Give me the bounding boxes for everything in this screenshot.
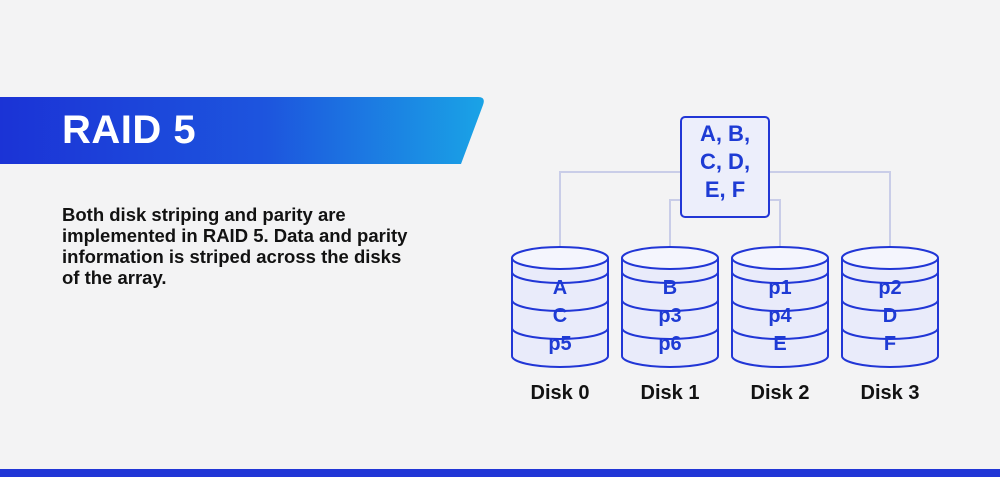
data-box-line-2: C, D, bbox=[699, 149, 751, 174]
disk-label-3: Disk 3 bbox=[860, 382, 920, 404]
disk-separator bbox=[731, 299, 829, 312]
disk-block-label: p5 bbox=[548, 333, 571, 355]
disk-block-label: p6 bbox=[658, 333, 681, 355]
disk-separator bbox=[731, 271, 829, 284]
data-box bbox=[680, 116, 770, 218]
disk-block-label: p1 bbox=[768, 277, 791, 299]
disk-body bbox=[731, 258, 829, 368]
data-box-line-1: A, B, bbox=[699, 121, 751, 146]
disk-block-label: p3 bbox=[658, 305, 681, 327]
disk-separator bbox=[731, 327, 829, 340]
disk-block-label: A bbox=[553, 277, 567, 299]
disk-separator bbox=[511, 327, 609, 340]
disk-separator bbox=[841, 327, 939, 340]
disk-label-1: Disk 1 bbox=[640, 382, 700, 404]
data-box-label: A, B, C, D, E, F bbox=[681, 120, 769, 204]
disk-block-label: p4 bbox=[768, 305, 792, 327]
description-text: Both disk striping and parity are implem… bbox=[62, 204, 408, 288]
disk-top bbox=[731, 246, 829, 270]
disk-separator bbox=[841, 271, 939, 284]
disk-block-label: C bbox=[553, 305, 567, 327]
disk-body bbox=[621, 258, 719, 368]
disk-top bbox=[841, 246, 939, 270]
disk-block-label: E bbox=[773, 333, 786, 355]
disk-top bbox=[511, 246, 609, 270]
disk-block-label: p2 bbox=[878, 277, 901, 299]
disk-separator bbox=[841, 299, 939, 312]
title-banner: RAID 5 bbox=[0, 97, 486, 164]
page-title: RAID 5 bbox=[62, 108, 197, 152]
disk-label-0: Disk 0 bbox=[530, 382, 590, 404]
bottom-accent-bar bbox=[0, 469, 1000, 477]
disk-separator bbox=[621, 299, 719, 312]
data-box-line-3: E, F bbox=[704, 177, 746, 202]
disk-top bbox=[621, 246, 719, 270]
disk-stack-2: p1 p4E bbox=[731, 246, 829, 368]
disk-stack-1: Bp3 p6 bbox=[621, 246, 719, 368]
disk-block-label: F bbox=[884, 333, 896, 355]
disk-block-label: D bbox=[883, 305, 897, 327]
disk-label-2: Disk 2 bbox=[750, 382, 810, 404]
disk-separator bbox=[511, 271, 609, 284]
disk-separator bbox=[511, 299, 609, 312]
disk-block-label: B bbox=[663, 277, 677, 299]
disk-body bbox=[511, 258, 609, 368]
disk-separator bbox=[621, 327, 719, 340]
connector-lines bbox=[559, 171, 891, 250]
disk-body bbox=[841, 258, 939, 368]
banner-shape bbox=[0, 97, 484, 164]
disk-separator bbox=[621, 271, 719, 284]
